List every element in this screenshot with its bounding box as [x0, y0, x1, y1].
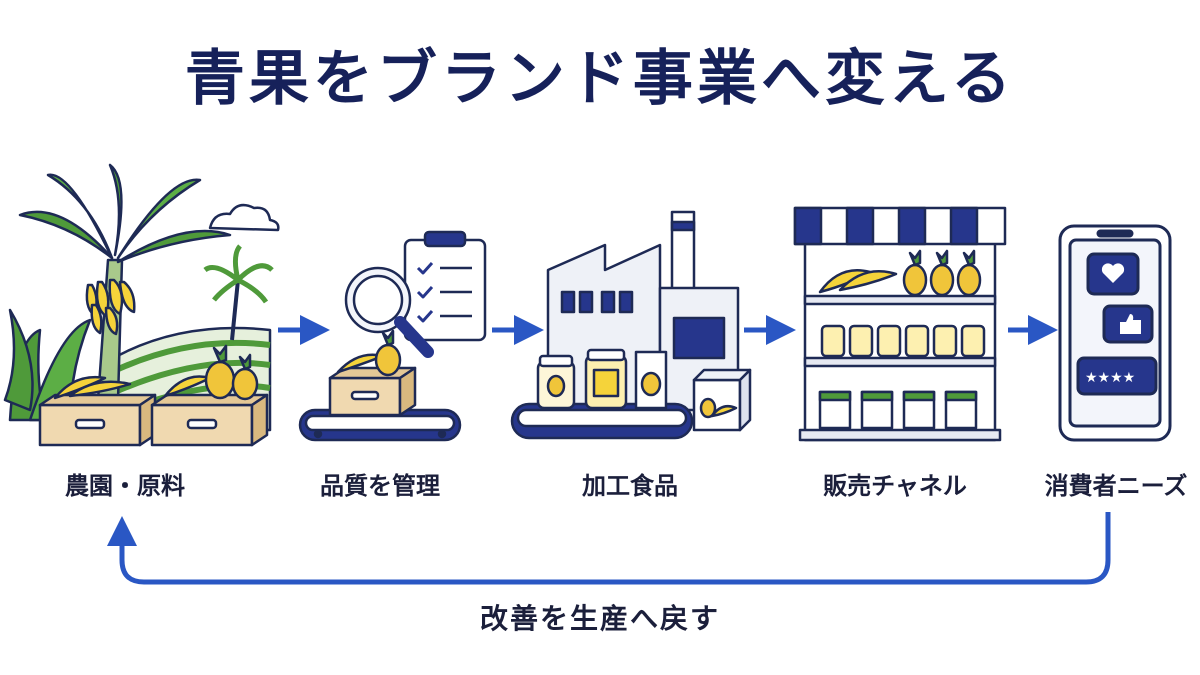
page-title: 青果をブランド事業へ変える — [184, 44, 1016, 114]
store-shelf-icon — [793, 206, 1007, 442]
svg-text:★★★★: ★★★★ — [1085, 370, 1135, 386]
feedback-loop-arrow — [107, 512, 1111, 585]
banana-farm-icon — [3, 163, 280, 447]
stage-label-sales: 販売チャネル — [823, 472, 967, 500]
stage-label-quality: 品質を管理 — [320, 472, 440, 500]
stage-label-consumer: 消費者ニーズ — [1044, 472, 1188, 500]
food-factory-icon — [510, 210, 752, 440]
feedback-loop-label: 改善を生産へ戻す — [479, 602, 720, 635]
smartphone-feedback-icon: ★★★★ — [1058, 224, 1172, 442]
quality-inspection-icon — [298, 230, 487, 442]
stage-label-farm: 農園・原料 — [65, 472, 185, 500]
stage-label-processing: 加工食品 — [582, 472, 678, 500]
